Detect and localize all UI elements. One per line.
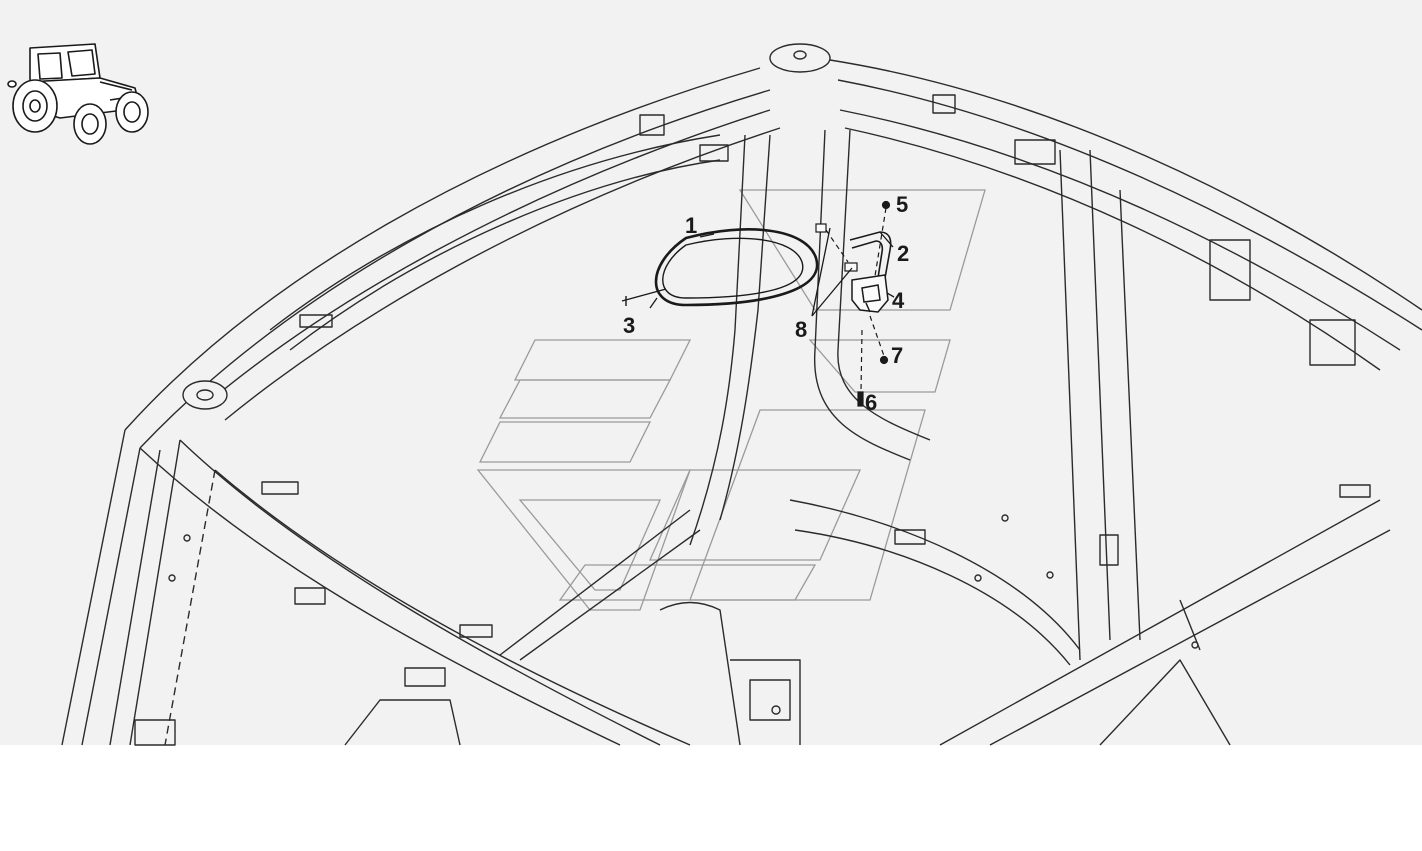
callout-labels: 1 2 3 4 5 6 7 8 [623, 192, 909, 415]
callout-7: 7 [891, 343, 903, 368]
callout-1: 1 [685, 213, 697, 238]
watermark-logo [476, 189, 986, 611]
drawing-panel [0, 0, 1422, 745]
part-4-latch [851, 274, 889, 313]
part-8-washer [815, 223, 827, 233]
leader-lines [649, 227, 895, 317]
callout-2: 2 [897, 241, 909, 266]
part-1-window-seal [654, 228, 819, 307]
tractor-icon [7, 43, 149, 145]
callout-6: 6 [865, 390, 877, 415]
callout-4: 4 [892, 288, 905, 313]
part-3-pin [621, 288, 667, 306]
callout-8: 8 [795, 317, 807, 342]
cab-frame [61, 43, 1422, 746]
part-5-nut [881, 200, 891, 210]
callout-3: 3 [623, 313, 635, 338]
callout-5: 5 [896, 192, 908, 217]
fasteners [815, 200, 891, 407]
part-7-nut [879, 355, 889, 365]
part-6-bolt [857, 391, 864, 407]
